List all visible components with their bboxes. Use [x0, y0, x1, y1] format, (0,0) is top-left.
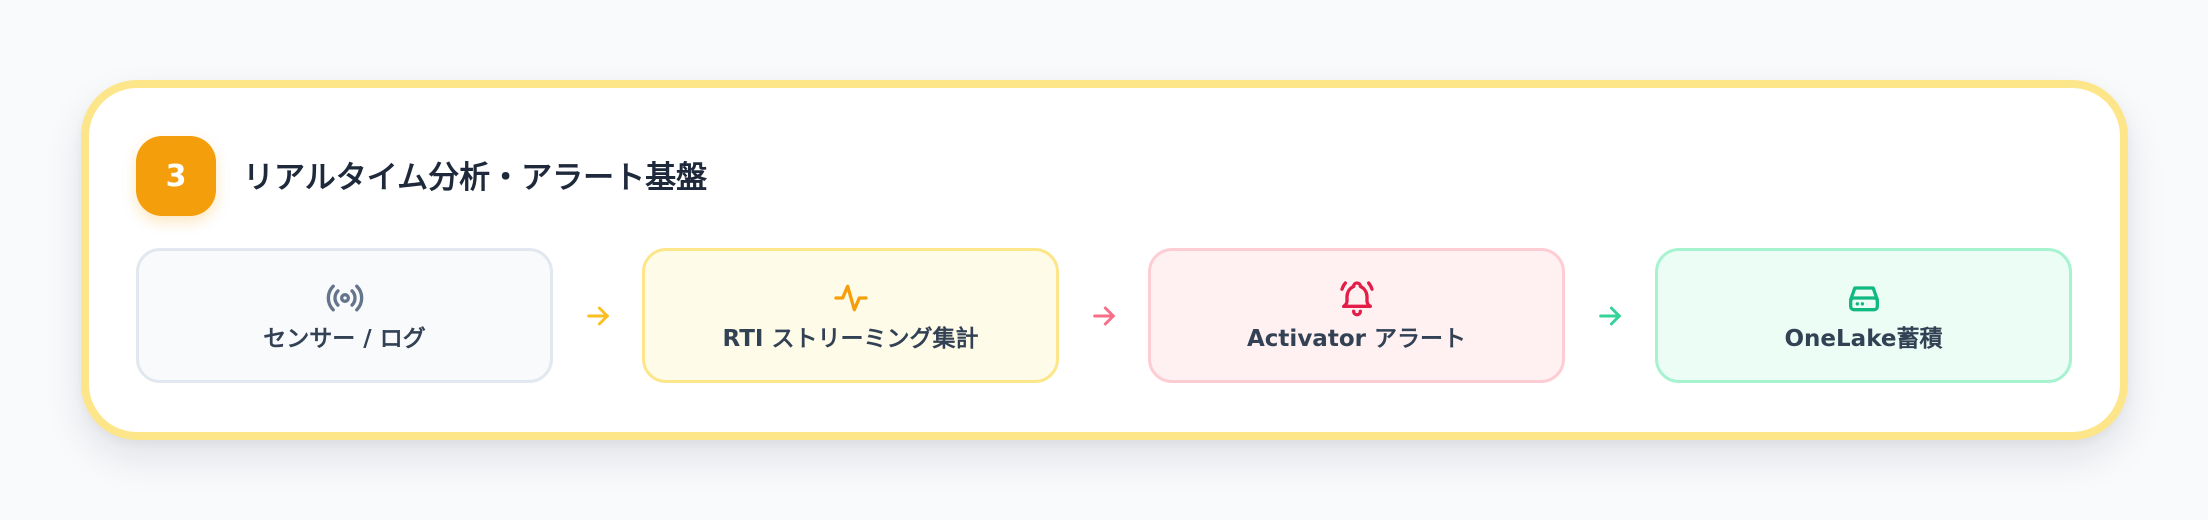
section-number: 3: [165, 158, 187, 194]
activity-pulse-icon: [831, 278, 871, 318]
flow-step-activator-alert: Activator アラート: [1148, 248, 1565, 383]
flow-step-sensor-log: センサー / ログ: [136, 248, 553, 383]
flow-step-rti-streaming: RTI ストリーミング集計: [642, 248, 1059, 383]
flow-step-label: RTI ストリーミング集計: [722, 325, 979, 352]
flow-step-onelake-storage: OneLake蓄積: [1655, 248, 2072, 383]
flow-step-label: Activator アラート: [1247, 325, 1466, 352]
bell-ringing-icon: [1337, 278, 1377, 318]
section-number-badge: 3: [136, 136, 216, 216]
broadcast-icon: [325, 278, 365, 318]
hard-drive-icon: [1844, 278, 1884, 318]
arrow-right-icon: [587, 306, 609, 326]
section-title: リアルタイム分析・アラート基盤: [243, 160, 708, 196]
flow-step-label: センサー / ログ: [263, 325, 426, 352]
arrow-right-icon: [1599, 306, 1621, 326]
flow-step-label: OneLake蓄積: [1784, 325, 1943, 352]
arrow-right-icon: [1093, 306, 1115, 326]
